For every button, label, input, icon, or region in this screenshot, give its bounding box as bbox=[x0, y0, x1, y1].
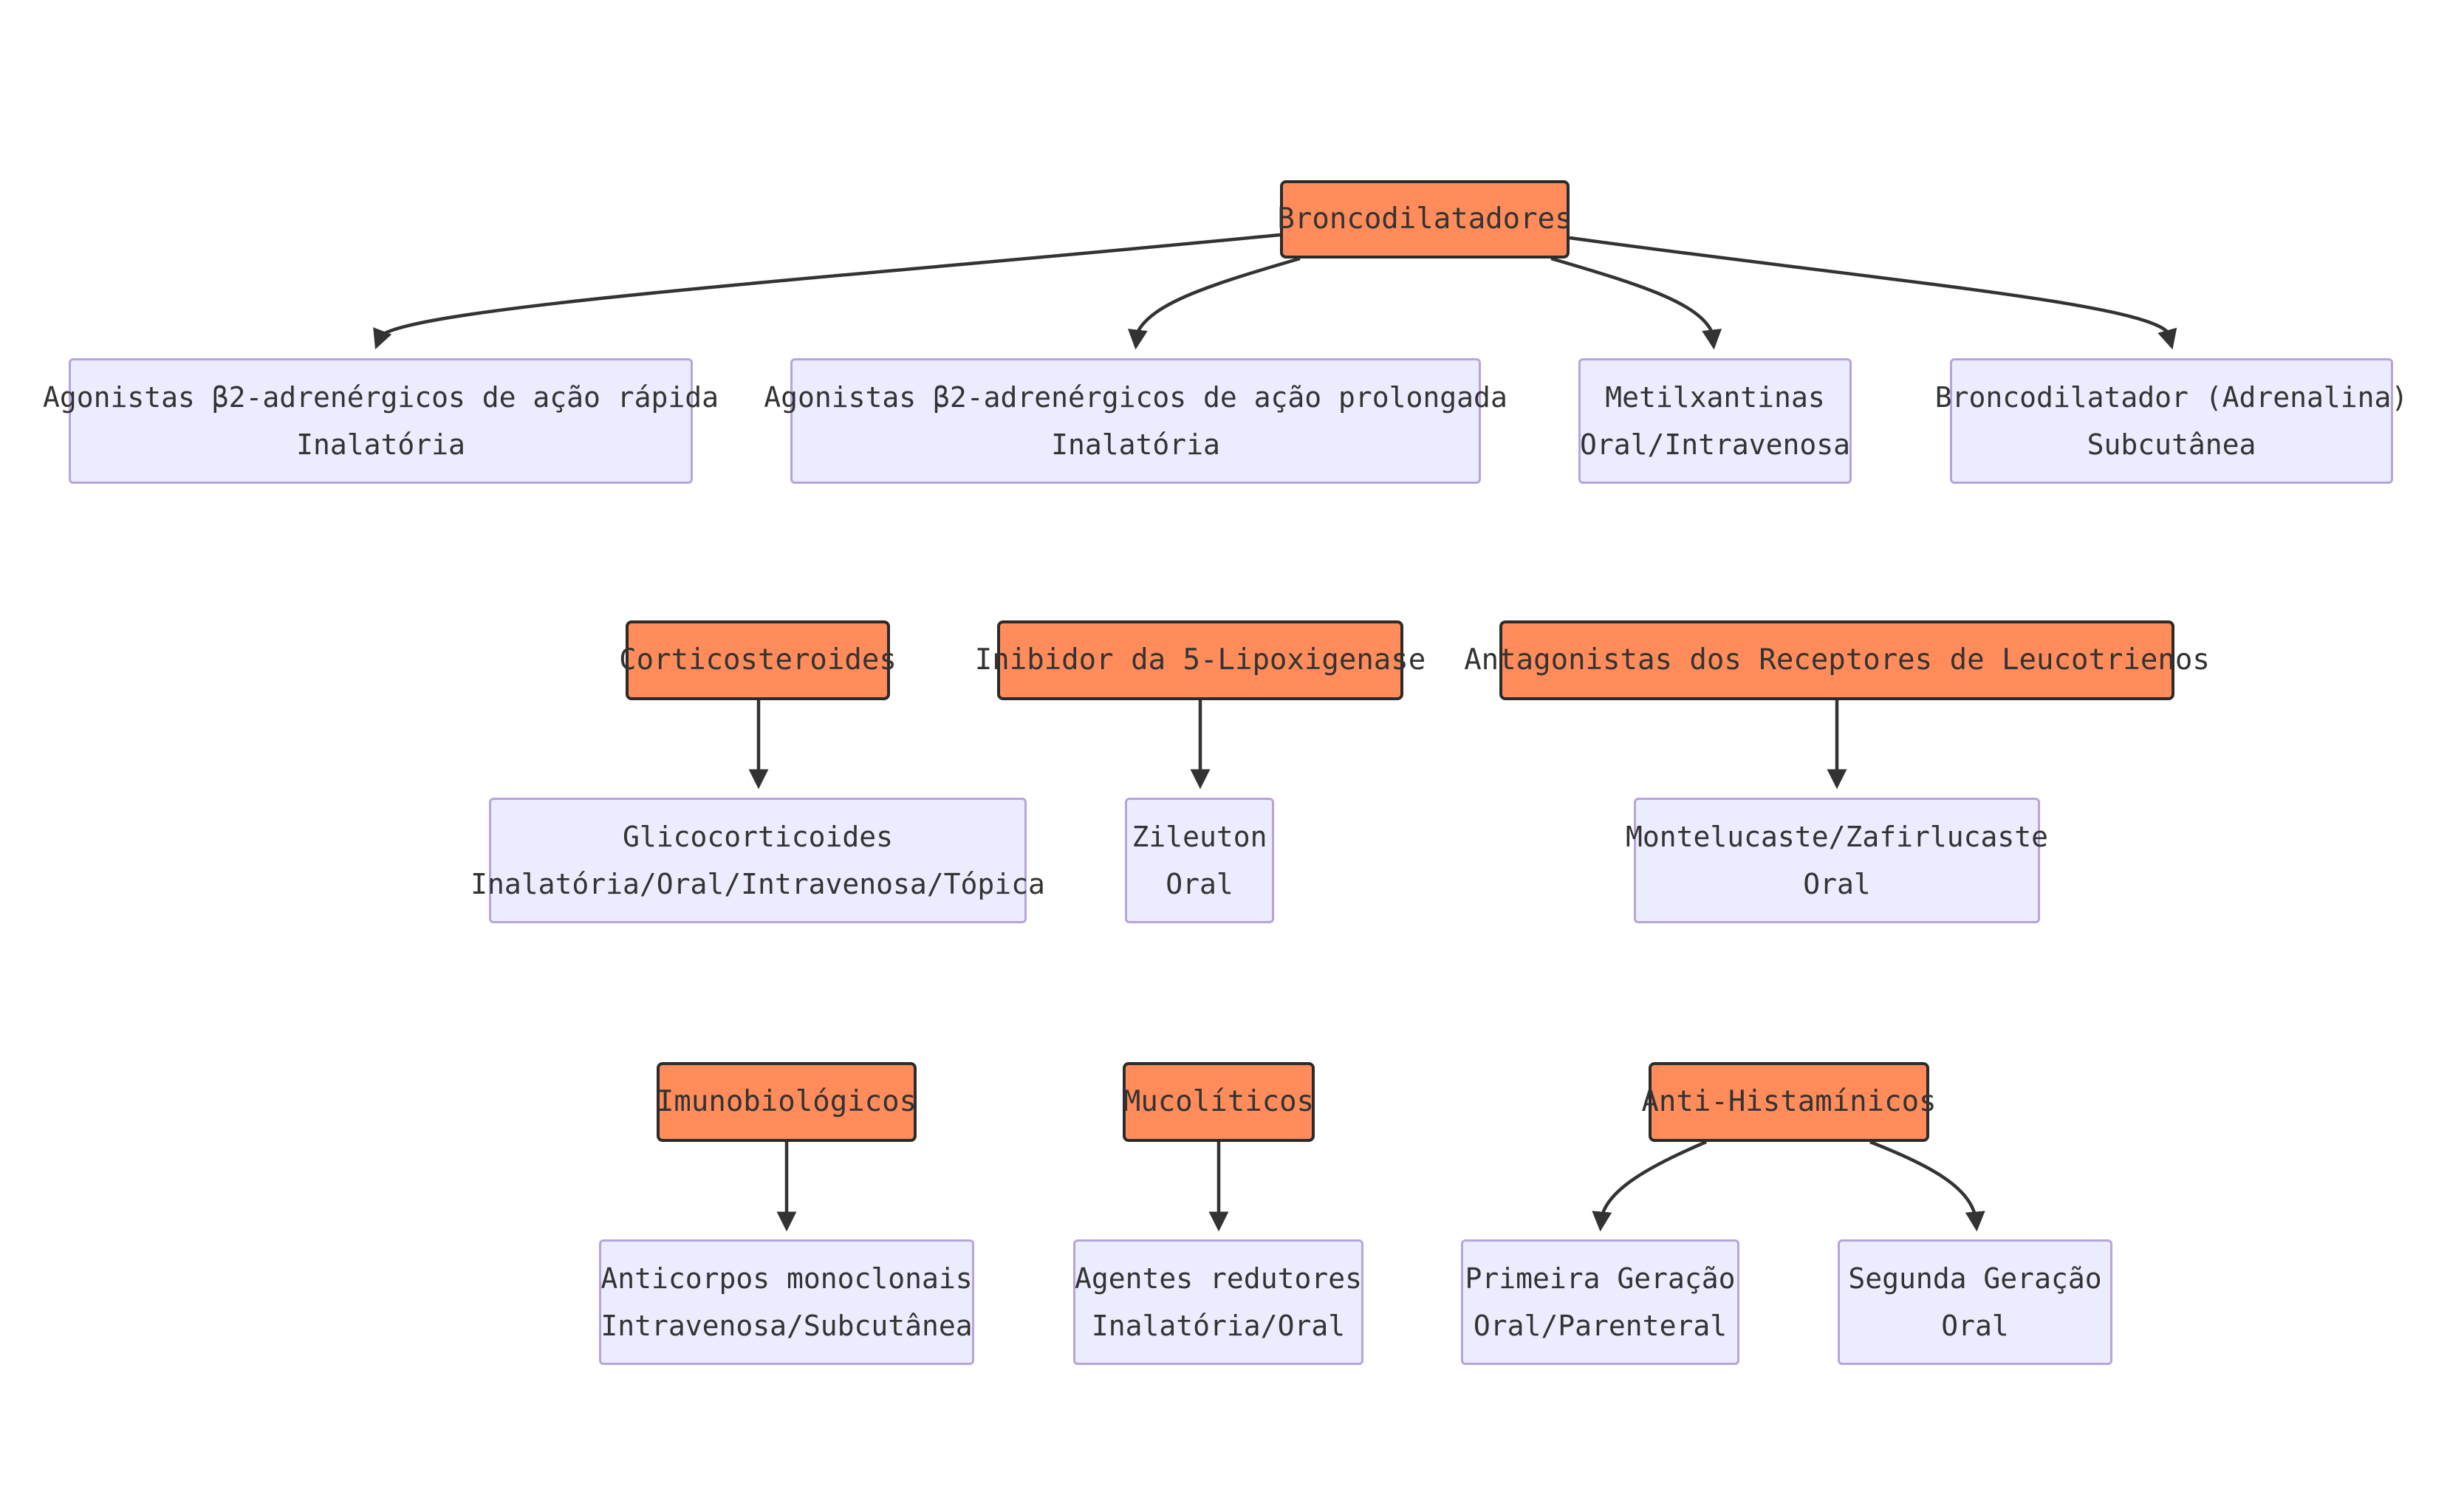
edge-broncodilatadores-agonistas-prolongada bbox=[1127, 256, 1301, 350]
node-agonistas-acao-rapida: Agonistas β2-adrenérgicos de ação rápida… bbox=[43, 358, 719, 484]
node-broncodilatador-adrenalina: Broncodilatador (Adrenalina) Subcutânea bbox=[1935, 358, 2408, 484]
node-metilxantinas-name: Metilxantinas bbox=[1605, 381, 1825, 414]
edge-broncodilatadores-adrenalina bbox=[1569, 236, 2177, 350]
edge-broncodilatadores-agonistas-rapida bbox=[373, 233, 1281, 350]
node-mucoliticos: Mucolíticos bbox=[1123, 1062, 1315, 1142]
node-imunobiologicos: Imunobiológicos bbox=[657, 1062, 917, 1142]
node-mucoliticos-label: Mucolíticos bbox=[1123, 1085, 1315, 1118]
node-anti-histaminicos: Anti-Histamínicos bbox=[1641, 1062, 1937, 1142]
node-zileuton-name: Zileuton bbox=[1132, 821, 1267, 853]
node-glicocorticoides-name: Glicocorticoides bbox=[622, 821, 894, 853]
node-broncodilatadores: Broncodilatadores bbox=[1277, 180, 1572, 259]
node-metilxantinas: Metilxantinas Oral/Intravenosa bbox=[1578, 358, 1852, 484]
node-agonistas-acao-rapida-route: Inalatória bbox=[296, 428, 465, 461]
node-glicocorticoides-route: Inalatória/Oral/Intravenosa/Tópica bbox=[470, 868, 1045, 900]
node-broncodilatador-adrenalina-route: Subcutânea bbox=[2087, 428, 2256, 461]
node-inibidor-lipoxigenase-label: Inibidor da 5-Lipoxigenase bbox=[974, 643, 1426, 677]
node-anticorpos-monoclonais: Anticorpos monoclonais Intravenosa/Subcu… bbox=[599, 1239, 974, 1365]
node-montelucaste-zafirlucaste-route: Oral bbox=[1803, 868, 1871, 900]
node-antagonistas-leucotrienos-label: Antagonistas dos Receptores de Leucotrie… bbox=[1464, 643, 2210, 677]
node-agentes-redutores: Agentes redutores Inalatória/Oral bbox=[1073, 1239, 1363, 1365]
node-metilxantinas-route: Oral/Intravenosa bbox=[1579, 428, 1851, 461]
node-montelucaste-zafirlucaste: Montelucaste/Zafirlucaste Oral bbox=[1626, 798, 2048, 923]
node-segunda-geracao: Segunda Geração Oral bbox=[1838, 1239, 2112, 1365]
node-agonistas-acao-rapida-name: Agonistas β2-adrenérgicos de ação rápida bbox=[42, 381, 719, 414]
edge-broncodilatadores-metilxantinas bbox=[1550, 256, 1722, 350]
node-primeira-geracao: Primeira Geração Oral/Parenteral bbox=[1461, 1239, 1739, 1365]
node-segunda-geracao-name: Segunda Geração bbox=[1848, 1262, 2102, 1295]
node-broncodilatadores-label: Broncodilatadores bbox=[1277, 202, 1572, 236]
node-imunobiologicos-label: Imunobiológicos bbox=[656, 1085, 917, 1118]
node-agonistas-acao-prolongada-route: Inalatória bbox=[1051, 428, 1220, 461]
edge-anti-histaminicos-primeira bbox=[1592, 1140, 1707, 1232]
node-agentes-redutores-name: Agentes redutores bbox=[1075, 1262, 1362, 1295]
node-agentes-redutores-route: Inalatória/Oral bbox=[1091, 1310, 1346, 1342]
node-anticorpos-monoclonais-name: Anticorpos monoclonais bbox=[600, 1262, 973, 1295]
node-broncodilatador-adrenalina-name: Broncodilatador (Adrenalina) bbox=[1934, 381, 2409, 414]
node-montelucaste-zafirlucaste-name: Montelucaste/Zafirlucaste bbox=[1626, 821, 2048, 853]
node-antagonistas-leucotrienos: Antagonistas dos Receptores de Leucotrie… bbox=[1464, 620, 2210, 700]
node-anticorpos-monoclonais-route: Intravenosa/Subcutânea bbox=[600, 1310, 973, 1342]
node-primeira-geracao-name: Primeira Geração bbox=[1465, 1262, 1736, 1295]
node-zileuton: Zileuton Oral bbox=[1125, 798, 1274, 923]
node-segunda-geracao-route: Oral bbox=[1941, 1310, 2009, 1342]
node-inibidor-lipoxigenase: Inibidor da 5-Lipoxigenase bbox=[975, 620, 1426, 700]
node-zileuton-route: Oral bbox=[1166, 868, 1233, 900]
node-glicocorticoides: Glicocorticoides Inalatória/Oral/Intrave… bbox=[470, 798, 1045, 923]
node-corticosteroides: Corticosteroides bbox=[619, 620, 897, 700]
node-agonistas-acao-prolongada-name: Agonistas β2-adrenérgicos de ação prolon… bbox=[764, 381, 1508, 414]
node-agonistas-acao-prolongada: Agonistas β2-adrenérgicos de ação prolon… bbox=[764, 358, 1508, 484]
node-primeira-geracao-route: Oral/Parenteral bbox=[1473, 1310, 1728, 1342]
node-corticosteroides-label: Corticosteroides bbox=[619, 643, 897, 677]
node-anti-histaminicos-label: Anti-Histamínicos bbox=[1641, 1085, 1937, 1118]
edge-anti-histaminicos-segunda bbox=[1869, 1140, 1985, 1232]
